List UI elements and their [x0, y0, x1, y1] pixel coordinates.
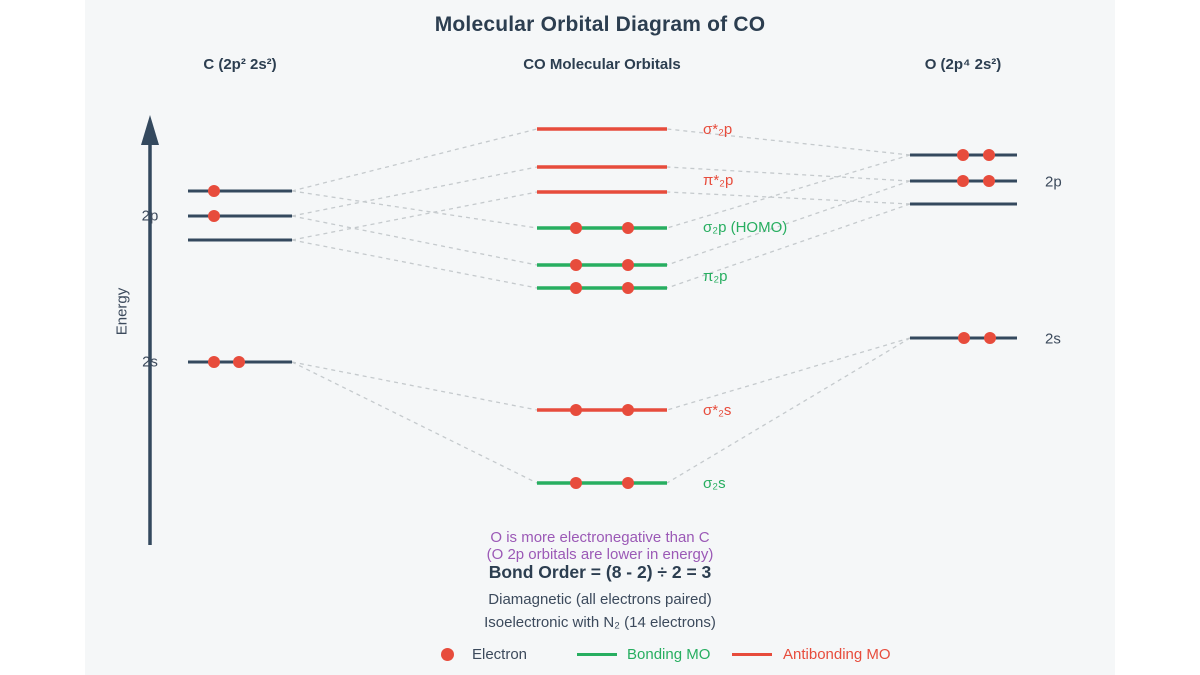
mo-label-pi-star-2p-b: π*₂p [703, 172, 734, 189]
mo-correlation-line [666, 337, 911, 484]
electron-dot-sigma-2s [570, 477, 582, 489]
mo-correlation-line [291, 361, 538, 411]
electron-dot-pi-2p-a [570, 259, 582, 271]
electron-dot-c-2p-b [208, 210, 220, 222]
mo-correlation-line [666, 128, 911, 156]
mo-label-sigma-2s: σ₂s [703, 475, 726, 492]
annotation-diamagnetic: Diamagnetic (all electrons paired) [488, 591, 712, 608]
column-header-oxygen: O (2p⁴ 2s²) [924, 56, 1002, 73]
annotation-orbital-energy: (O 2p orbitals are lower in energy) [486, 546, 714, 563]
page-title: Molecular Orbital Diagram of CO [434, 13, 766, 36]
mo-correlation-line [666, 180, 911, 266]
electron-dot-pi-2p-a [622, 259, 634, 271]
electron-dot-o-2s [958, 332, 970, 344]
electron-dot-sigma-2p [622, 222, 634, 234]
mo-correlation-line [291, 190, 538, 229]
mo-correlation-line [666, 337, 911, 411]
legend-electron-label[interactable]: Electron [472, 646, 528, 663]
mo-correlation-line [666, 191, 911, 205]
electron-dot-pi-2p-b [622, 282, 634, 294]
legend-antibonding-label[interactable]: Antibonding MO [783, 646, 891, 663]
energy-axis-arrowhead-icon [141, 115, 159, 145]
mo-label-sigma-star-2p: σ*₂p [703, 121, 733, 138]
electron-dot-o-2p-a [957, 149, 969, 161]
electron-dot-sigma-2s [622, 477, 634, 489]
column-header-carbon: C (2p² 2s²) [203, 56, 277, 73]
mo-label-sigma-star-2s: σ*₂s [703, 402, 732, 419]
annotation-electronegativity: O is more electronegative than C [490, 529, 710, 546]
legend-bonding-label[interactable]: Bonding MO [627, 646, 711, 663]
energy-axis-label: Energy [113, 287, 131, 336]
annotation-bond-order: Bond Order = (8 - 2) ÷ 2 = 3 [488, 562, 712, 582]
mo-correlation-line [291, 128, 538, 192]
mo-correlation-line [666, 154, 911, 229]
column-header-mo: CO Molecular Orbitals [523, 56, 681, 73]
mo-correlation-line [291, 239, 538, 289]
legend-antibonding-swatch[interactable] [732, 653, 772, 656]
legend-bonding-swatch[interactable] [577, 653, 617, 656]
electron-dot-sigma-star-2s [570, 404, 582, 416]
annotation-isoelectronic: Isoelectronic with N₂ (14 electrons) [484, 614, 716, 631]
electron-dot-o-2s [984, 332, 996, 344]
mo-correlation-line [291, 361, 538, 484]
electron-dot-o-2p-b [983, 175, 995, 187]
mo-correlation-line [291, 166, 538, 217]
mo-correlation-line [291, 215, 538, 266]
electron-dot-o-2p-b [957, 175, 969, 187]
legend-electron-dot-icon[interactable] [441, 648, 454, 661]
mo-label-sigma-2p: σ₂p (HOMO) [703, 219, 788, 236]
mo-correlation-line [666, 203, 911, 289]
mo-label-pi-2p-b: π₂p [703, 268, 728, 285]
electron-dot-c-2s [208, 356, 220, 368]
energy-axis-tick-2p: 2p [141, 207, 159, 225]
electron-dot-sigma-2p [570, 222, 582, 234]
mo-correlation-line [291, 191, 538, 241]
electron-dot-c-2p-a [208, 185, 220, 197]
electron-dot-c-2s [233, 356, 245, 368]
oxygen-shell-label-2s: 2s [1045, 330, 1061, 348]
mo-correlation-line [666, 166, 911, 182]
oxygen-shell-label-2p: 2p [1045, 173, 1062, 191]
electron-dot-pi-2p-b [570, 282, 582, 294]
electron-dot-sigma-star-2s [622, 404, 634, 416]
electron-dot-o-2p-a [983, 149, 995, 161]
energy-axis-tick-2s: 2s [142, 353, 158, 371]
